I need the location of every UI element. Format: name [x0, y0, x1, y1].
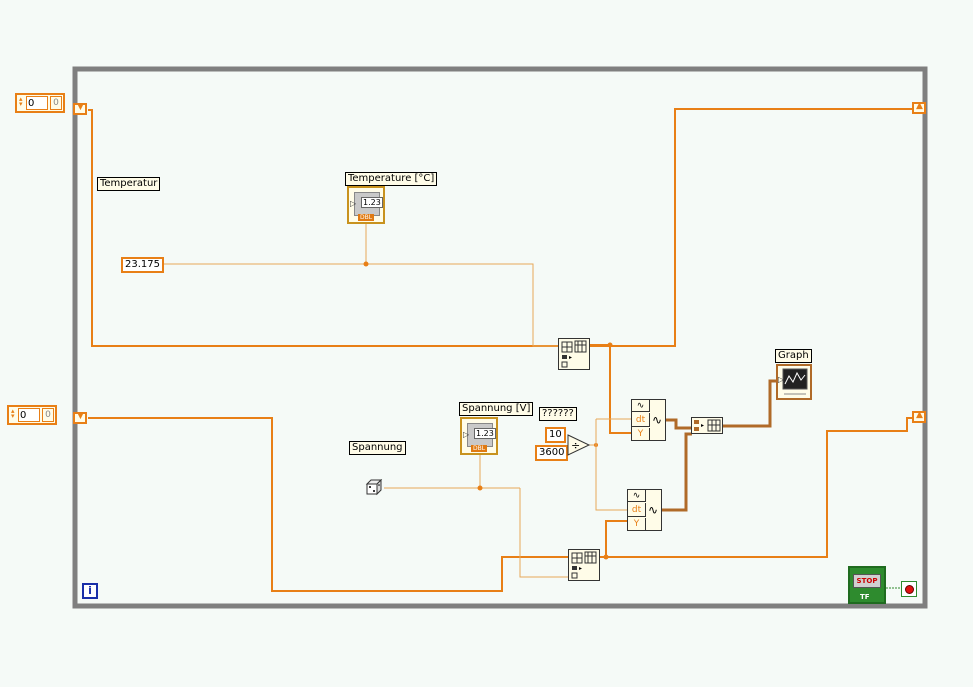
- increment-arrows-icon[interactable]: ▴▾: [11, 407, 15, 420]
- build-array-icon: ▸: [694, 419, 721, 432]
- shift-register-1-value[interactable]: 0: [26, 96, 48, 110]
- build-array-icon: ▸: [561, 340, 587, 368]
- spannung-to-array-wire: [519, 488, 569, 578]
- input-arrow-icon: ▷: [463, 430, 470, 439]
- svg-text:▸: ▸: [701, 422, 704, 429]
- stop-button-tag: TF: [860, 593, 870, 601]
- build-array-2-node[interactable]: ▸: [568, 549, 600, 581]
- waveform-1-out-wire: [666, 418, 692, 430]
- stop-button[interactable]: STOP TF: [848, 566, 886, 604]
- waveform-pin-icon: ∿: [632, 400, 650, 412]
- temperatur-label: Temperatur: [97, 177, 161, 191]
- waveform-out-icon: ∿: [648, 503, 659, 517]
- dt-pin[interactable]: dt: [628, 503, 646, 517]
- dbl-type-tag: DBL: [358, 214, 375, 221]
- shift-register-1-index: 0: [50, 96, 62, 110]
- graph-terminal[interactable]: ▷: [776, 364, 812, 400]
- shift-register-2-control[interactable]: ▴▾ 0 0: [7, 405, 57, 425]
- up-arrow-icon: ▲: [916, 410, 923, 420]
- waveform-1-y-wire: [609, 345, 632, 434]
- shift-register-2-left[interactable]: ▼: [73, 411, 87, 424]
- divide-node[interactable]: ÷: [567, 434, 591, 456]
- unknown-label: ??????: [539, 407, 577, 421]
- constant-3600[interactable]: 3600: [535, 445, 569, 461]
- input-arrow-icon: ▷: [350, 199, 357, 208]
- down-arrow-icon: ▼: [77, 102, 84, 112]
- shift-register-2-wire: [88, 417, 913, 592]
- y-pin[interactable]: Y: [632, 428, 650, 441]
- dice-icon[interactable]: [365, 478, 383, 497]
- up-arrow-icon: ▲: [916, 101, 923, 111]
- increment-arrows-icon[interactable]: ▴▾: [19, 95, 23, 108]
- build-array-1-node[interactable]: ▸: [558, 338, 590, 370]
- while-loop-frame[interactable]: [72, 66, 928, 609]
- shift-register-1-left[interactable]: ▼: [73, 102, 87, 115]
- spannung-indicator[interactable]: ▷ 1.23 DBL: [460, 417, 498, 455]
- spannung-junction: [477, 485, 483, 491]
- temperature-wire: [160, 263, 559, 347]
- waveform-2-out-wire: [662, 432, 692, 512]
- svg-text:▸: ▸: [579, 565, 582, 572]
- shift-register-2-right[interactable]: ▲: [912, 410, 926, 423]
- dt-bus-wire: [595, 419, 628, 511]
- loop-condition-terminal[interactable]: [901, 581, 917, 597]
- down-arrow-icon: ▼: [77, 411, 84, 421]
- shift-register-1-control[interactable]: ▴▾ 0 0: [15, 93, 65, 113]
- graph-icon: ▷: [778, 368, 808, 395]
- shift-register-2-index: 0: [42, 408, 54, 422]
- shift-register-1-wire: [88, 108, 913, 347]
- svg-text:▷: ▷: [778, 375, 785, 384]
- temperature-junction: [363, 261, 369, 267]
- numeric-display-text: 1.23: [361, 197, 383, 208]
- temperature-indicator-label: Temperature [°C]: [345, 172, 438, 186]
- divide-icon: ÷: [567, 434, 591, 456]
- svg-text:÷: ÷: [571, 439, 580, 452]
- build-waveform-2-node[interactable]: ∿ dt Y ∿: [627, 489, 662, 531]
- stop-if-true-icon: [905, 585, 914, 594]
- waveform-2-y-wire: [605, 520, 628, 557]
- svg-text:▸: ▸: [569, 354, 572, 361]
- spannung-indicator-label: Spannung [V]: [459, 402, 534, 416]
- graph-label: Graph: [775, 349, 812, 363]
- numeric-display-text: 1.23: [474, 428, 496, 439]
- waveform-out-icon: ∿: [652, 413, 663, 427]
- dbl-type-tag: DBL: [471, 445, 488, 452]
- stop-button-label: STOP: [853, 574, 881, 588]
- constant-ten[interactable]: 10: [545, 427, 566, 443]
- shift-register-2-value[interactable]: 0: [18, 408, 40, 422]
- info-icon[interactable]: i: [82, 583, 98, 599]
- y-pin[interactable]: Y: [628, 518, 646, 531]
- shift-register-1-right[interactable]: ▲: [912, 101, 926, 114]
- dt-pin[interactable]: dt: [632, 413, 650, 427]
- temperature-indicator[interactable]: ▷ 1.23 DBL: [347, 186, 385, 224]
- build-waveform-1-node[interactable]: ∿ dt Y ∿: [631, 399, 666, 441]
- build-array-icon: ▸: [571, 551, 597, 579]
- spannung-label: Spannung: [349, 441, 406, 455]
- temperature-constant[interactable]: 23.175: [121, 257, 164, 273]
- waveform-pin-icon: ∿: [628, 490, 646, 502]
- build-waveform-array-node[interactable]: ▸: [691, 417, 723, 434]
- array-to-graph-wire: [723, 379, 778, 428]
